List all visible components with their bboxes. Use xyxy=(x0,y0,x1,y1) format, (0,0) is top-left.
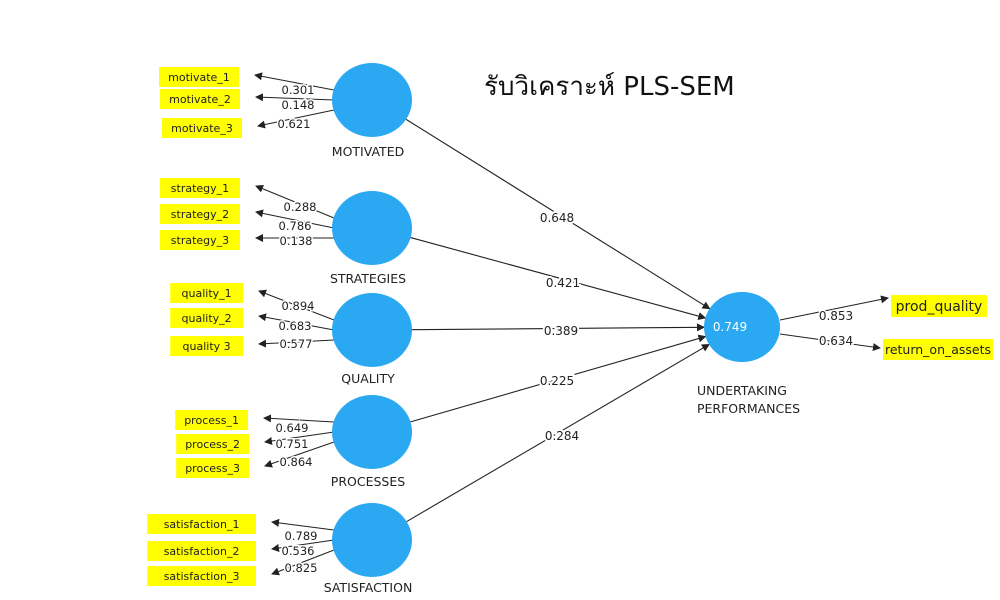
construct-processes xyxy=(332,395,412,469)
loading-arrow xyxy=(271,539,335,552)
indicator-quality-3-box xyxy=(170,336,243,356)
construct-motivated xyxy=(332,63,412,137)
indicator-motivate_3-box xyxy=(162,118,242,138)
target-label-line2: PERFORMANCES xyxy=(697,401,800,416)
indicator-motivate_1: motivate_1 xyxy=(168,71,230,84)
loading-arrow xyxy=(258,313,335,331)
target-loading-arrow xyxy=(779,295,889,321)
indicator-process_3: process_3 xyxy=(185,462,240,475)
indicator-motivate_1-box xyxy=(159,67,239,87)
target-label-line1: UNDERTAKING xyxy=(697,383,787,398)
loading-value: 0.536 xyxy=(282,544,315,558)
path-coefficient-satisfaction: 0.284 xyxy=(545,429,579,443)
indicator-quality_1-box xyxy=(170,283,243,303)
loading-value: 0.138 xyxy=(280,234,313,248)
path-arrow-strategies xyxy=(410,237,707,320)
indicator-return_on_assets-box xyxy=(883,339,993,360)
loading-value: 0.864 xyxy=(280,455,313,469)
path-coefficient-processes: 0.225 xyxy=(540,374,574,388)
loading-value: 0.621 xyxy=(278,117,311,131)
construct-label-motivated: MOTIVATED xyxy=(332,144,404,159)
indicator-satisfaction_1: satisfaction_1 xyxy=(164,518,240,531)
indicator-satisfaction_3: satisfaction_3 xyxy=(164,570,240,583)
path-arrow-processes xyxy=(410,334,707,423)
path-coefficient-strategies: 0.421 xyxy=(546,276,580,290)
loading-arrow xyxy=(258,289,335,321)
r-squared-value: 0.749 xyxy=(713,320,747,334)
loading-value: 0.649 xyxy=(276,421,309,435)
indicator-strategy_1: strategy_1 xyxy=(171,182,229,195)
indicator-quality_2-box xyxy=(170,308,243,328)
indicator-strategy_2-box xyxy=(160,204,240,224)
target-loading-arrow xyxy=(779,333,881,351)
loading-arrow xyxy=(255,209,335,229)
construct-satisfaction xyxy=(332,503,412,577)
indicator-motivate_2: motivate_2 xyxy=(169,93,231,106)
indicator-quality_1: quality_1 xyxy=(182,287,232,300)
construct-label-quality: QUALITY xyxy=(341,371,395,386)
indicator-strategy_2: strategy_2 xyxy=(171,208,229,221)
indicator-strategy_3-box xyxy=(160,230,240,250)
loading-arrow xyxy=(264,431,335,445)
loading-arrow xyxy=(258,339,335,348)
construct-strategies xyxy=(332,191,412,265)
loading-value: 0.577 xyxy=(280,337,313,351)
indicator-prod_quality: prod_quality xyxy=(896,299,983,315)
diagram-title: รับวิเคราะห์ PLS-SEM xyxy=(484,72,735,102)
construct-quality xyxy=(332,293,412,367)
target-loading-value: 0.853 xyxy=(819,309,853,323)
loading-value: 0.789 xyxy=(285,529,318,543)
loading-arrow xyxy=(264,441,335,468)
indicator-motivate_2-box xyxy=(160,89,240,109)
construct-undertaking-performances xyxy=(704,292,780,362)
loading-value: 0.301 xyxy=(282,83,315,97)
path-arrow-satisfaction xyxy=(406,343,710,523)
path-coefficient-quality: 0.389 xyxy=(544,324,578,338)
construct-label-strategies: STRATEGIES xyxy=(330,271,406,286)
indicator-satisfaction_2: satisfaction_2 xyxy=(164,545,240,558)
loading-arrow xyxy=(271,518,335,531)
loading-value: 0.894 xyxy=(282,299,315,313)
loading-arrow xyxy=(255,184,335,219)
path-arrow-quality xyxy=(411,323,706,332)
indicator-strategy_3: strategy_3 xyxy=(171,234,229,247)
indicator-satisfaction_3-box xyxy=(147,566,256,586)
loading-value: 0.148 xyxy=(282,98,315,112)
indicator-prod_quality-box xyxy=(891,295,987,317)
indicator-quality_2: quality_2 xyxy=(182,312,232,325)
indicator-process_2-box xyxy=(176,434,249,454)
loading-arrow xyxy=(263,414,335,423)
loading-arrow xyxy=(271,549,335,576)
loading-value: 0.825 xyxy=(285,561,318,575)
indicator-process_1-box xyxy=(175,410,248,430)
indicator-strategy_1-box xyxy=(160,178,240,198)
indicator-return_on_assets: return_on_assets xyxy=(885,342,991,357)
indicator-motivate_3: motivate_3 xyxy=(171,122,233,135)
indicator-process_2: process_2 xyxy=(185,438,240,451)
indicator-quality-3: quality 3 xyxy=(183,340,231,353)
loading-arrow xyxy=(255,93,335,102)
loading-arrow xyxy=(257,109,335,129)
loading-value: 0.786 xyxy=(279,219,312,233)
construct-label-satisfaction: SATISFACTION xyxy=(324,580,413,595)
path-arrow-motivated xyxy=(405,118,711,310)
indicator-process_3-box xyxy=(176,458,249,478)
loading-value: 0.683 xyxy=(279,319,312,333)
construct-label-processes: PROCESSES xyxy=(331,474,405,489)
indicator-process_1: process_1 xyxy=(184,414,239,427)
loading-arrow xyxy=(254,72,335,91)
loading-value: 0.751 xyxy=(276,437,309,451)
indicator-satisfaction_2-box xyxy=(147,541,256,561)
target-loading-value: 0.634 xyxy=(819,334,853,348)
path-coefficient-motivated: 0.648 xyxy=(540,211,574,225)
indicator-satisfaction_1-box xyxy=(147,514,256,534)
loading-value: 0.288 xyxy=(284,200,317,214)
